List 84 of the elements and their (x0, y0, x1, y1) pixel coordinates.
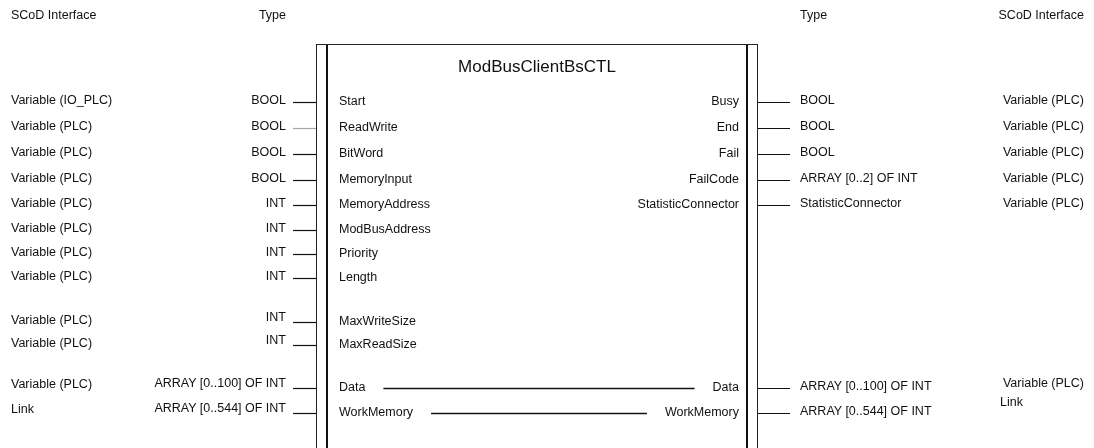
data-type-label: ARRAY [0..100] OF INT (154, 375, 293, 391)
output-pin-label: Fail (718, 145, 757, 161)
input-pin-label: Start (317, 93, 366, 109)
interface-label: Link (11, 401, 34, 417)
input-pin-label: Priority (317, 245, 378, 261)
data-type-label: BOOL (251, 92, 293, 108)
input-pin-label: ReadWrite (317, 119, 398, 135)
connector-line (292, 253, 318, 256)
connector-line (292, 127, 318, 130)
data-type-label: BOOL (790, 144, 835, 160)
interface-label: Variable (PLC) (11, 220, 93, 236)
interface-label: Variable (PLC) (1002, 118, 1084, 134)
data-type-label: ARRAY [0..544] OF INT (790, 403, 932, 419)
data-type-label: INT (265, 309, 293, 325)
data-type-label: ARRAY [0..2] OF INT (790, 170, 918, 186)
interface-label: Variable (PLC) (1002, 170, 1084, 186)
interface-label: Variable (PLC) (1002, 375, 1084, 391)
connector-line (292, 101, 318, 104)
interface-label: Variable (PLC) (1002, 195, 1084, 211)
input-pin-label: MemoryInput (317, 171, 412, 187)
interface-label: Variable (PLC) (11, 118, 93, 134)
input-pin-label: WorkMemory (317, 404, 414, 420)
data-type-label: StatisticConnector (790, 195, 902, 211)
data-type-label: ARRAY [0..100] OF INT (790, 378, 932, 394)
connector-line (292, 204, 318, 207)
connector-line (292, 179, 318, 182)
data-type-label: INT (265, 268, 293, 284)
data-type-label: BOOL (251, 118, 293, 134)
data-type-label: BOOL (790, 118, 835, 134)
connector-line (292, 321, 318, 324)
input-pin-label: Length (317, 269, 378, 285)
data-type-label: INT (265, 332, 293, 348)
column-header: Type (800, 7, 828, 23)
column-header: Type (258, 7, 286, 23)
interface-label: Variable (PLC) (11, 268, 93, 284)
input-pin-label: MaxReadSize (317, 336, 417, 352)
data-type-label: INT (265, 220, 293, 236)
interface-label: Variable (PLC) (11, 170, 93, 186)
input-pin-label: MaxWriteSize (317, 313, 416, 329)
connector-line (756, 204, 791, 207)
data-type-label: INT (265, 244, 293, 260)
output-pin-label: StatisticConnector (637, 196, 757, 212)
interface-label: Link (1000, 394, 1023, 410)
interface-label: Variable (PLC) (1002, 144, 1084, 160)
connector-line (292, 387, 318, 390)
data-type-label: BOOL (251, 170, 293, 186)
connector-line (292, 277, 318, 280)
input-pin-label: BitWord (317, 145, 384, 161)
output-pin-label: End (716, 119, 757, 135)
output-pin-label: FailCode (688, 171, 757, 187)
interface-label: Variable (PLC) (11, 195, 93, 211)
connector-line (292, 344, 318, 347)
connector-line (292, 153, 318, 156)
block-title: ModBusClientBsCTL (457, 57, 617, 77)
data-type-label: INT (265, 195, 293, 211)
input-pin-label: ModBusAddress (317, 221, 431, 237)
interface-label: Variable (PLC) (1002, 92, 1084, 108)
data-type-label: BOOL (251, 144, 293, 160)
connector-line (756, 127, 791, 130)
input-pin-label: Data (317, 379, 366, 395)
output-pin-label: Busy (711, 93, 757, 109)
connector-line (756, 101, 791, 104)
interface-label: Variable (PLC) (11, 335, 93, 351)
connector-line (430, 412, 648, 415)
column-header: SCoD Interface (11, 7, 97, 23)
connector-line (756, 412, 791, 415)
interface-label: Variable (IO_PLC) (11, 92, 113, 108)
function-block (316, 44, 758, 448)
output-pin-label: Data (712, 379, 757, 395)
column-header: SCoD Interface (998, 7, 1084, 23)
interface-label: Variable (PLC) (11, 312, 93, 328)
output-pin-label: WorkMemory (664, 404, 757, 420)
input-pin-label: MemoryAddress (317, 196, 430, 212)
connector-line (292, 229, 318, 232)
interface-label: Variable (PLC) (11, 376, 93, 392)
connector-line (292, 412, 318, 415)
interface-label: Variable (PLC) (11, 244, 93, 260)
connector-line (382, 387, 696, 390)
connector-line (756, 387, 791, 390)
interface-label: Variable (PLC) (11, 144, 93, 160)
connector-line (756, 179, 791, 182)
connector-line (756, 153, 791, 156)
data-type-label: BOOL (790, 92, 835, 108)
data-type-label: ARRAY [0..544] OF INT (154, 400, 293, 416)
